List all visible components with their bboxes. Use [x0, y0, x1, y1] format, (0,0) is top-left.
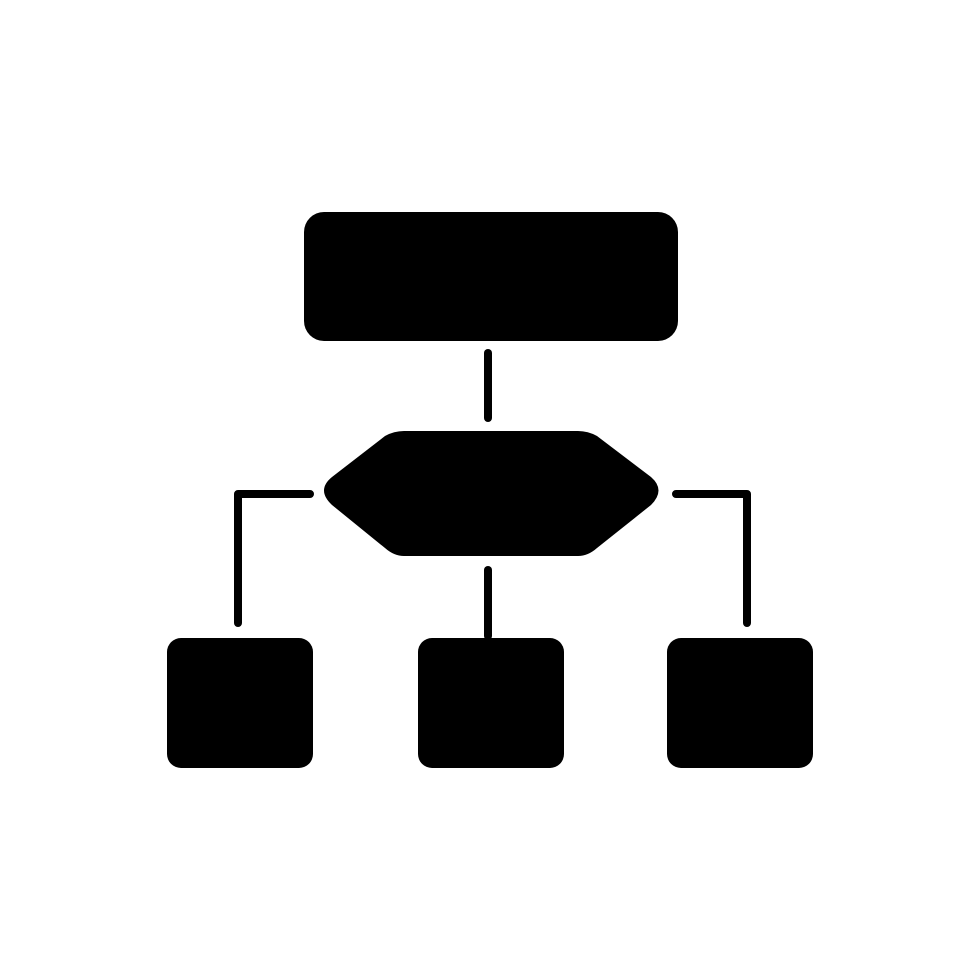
bottom-center-box [418, 638, 564, 768]
connector-decision-to-left [234, 490, 314, 627]
bottom-left-box [167, 638, 313, 768]
top-process-box [304, 212, 678, 341]
bottom-right-box [667, 638, 813, 768]
decision-hexagon [324, 431, 659, 556]
connector-decision-to-right [672, 490, 751, 627]
